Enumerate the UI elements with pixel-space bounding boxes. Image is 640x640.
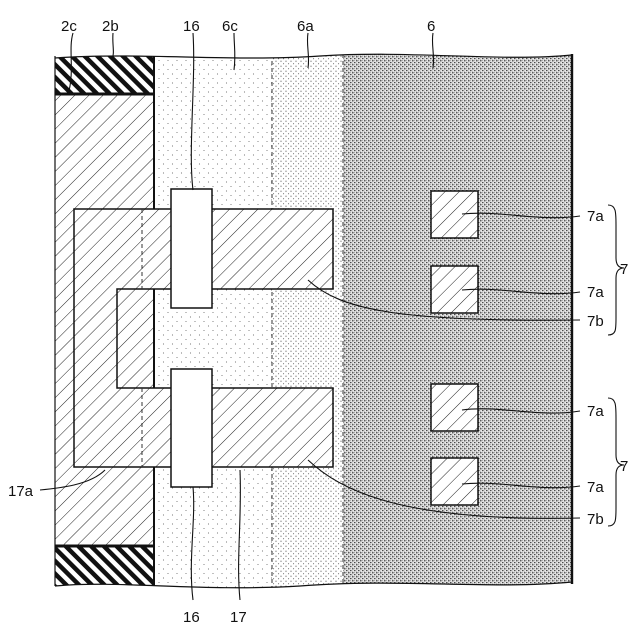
label-2c: 2c [61, 18, 77, 35]
label-17: 17 [230, 609, 247, 626]
label-7b-2: 7b [587, 511, 604, 528]
label-7a-3: 7a [587, 403, 604, 420]
label-7-upper: 7 [620, 261, 628, 278]
label-16-top: 16 [183, 18, 200, 35]
label-6: 6 [427, 18, 435, 35]
label-6a: 6a [297, 18, 314, 35]
post-16-top [171, 189, 212, 308]
square-7a-4 [431, 458, 478, 505]
label-7b-1: 7b [587, 313, 604, 330]
label-7a-4: 7a [587, 479, 604, 496]
post-16-bottom [171, 369, 212, 487]
label-16-bottom: 16 [183, 609, 200, 626]
label-6c: 6c [222, 18, 238, 35]
label-7a-2: 7a [587, 284, 604, 301]
layer-6a [272, 40, 343, 600]
layer-2b-bottom [55, 546, 154, 600]
label-17a: 17a [8, 483, 34, 500]
layer-6c [154, 40, 272, 600]
square-7a-3 [431, 384, 478, 431]
label-7a-1: 7a [587, 208, 604, 225]
label-7-lower: 7 [620, 458, 628, 475]
square-7a-1 [431, 191, 478, 238]
label-2b: 2b [102, 18, 119, 35]
